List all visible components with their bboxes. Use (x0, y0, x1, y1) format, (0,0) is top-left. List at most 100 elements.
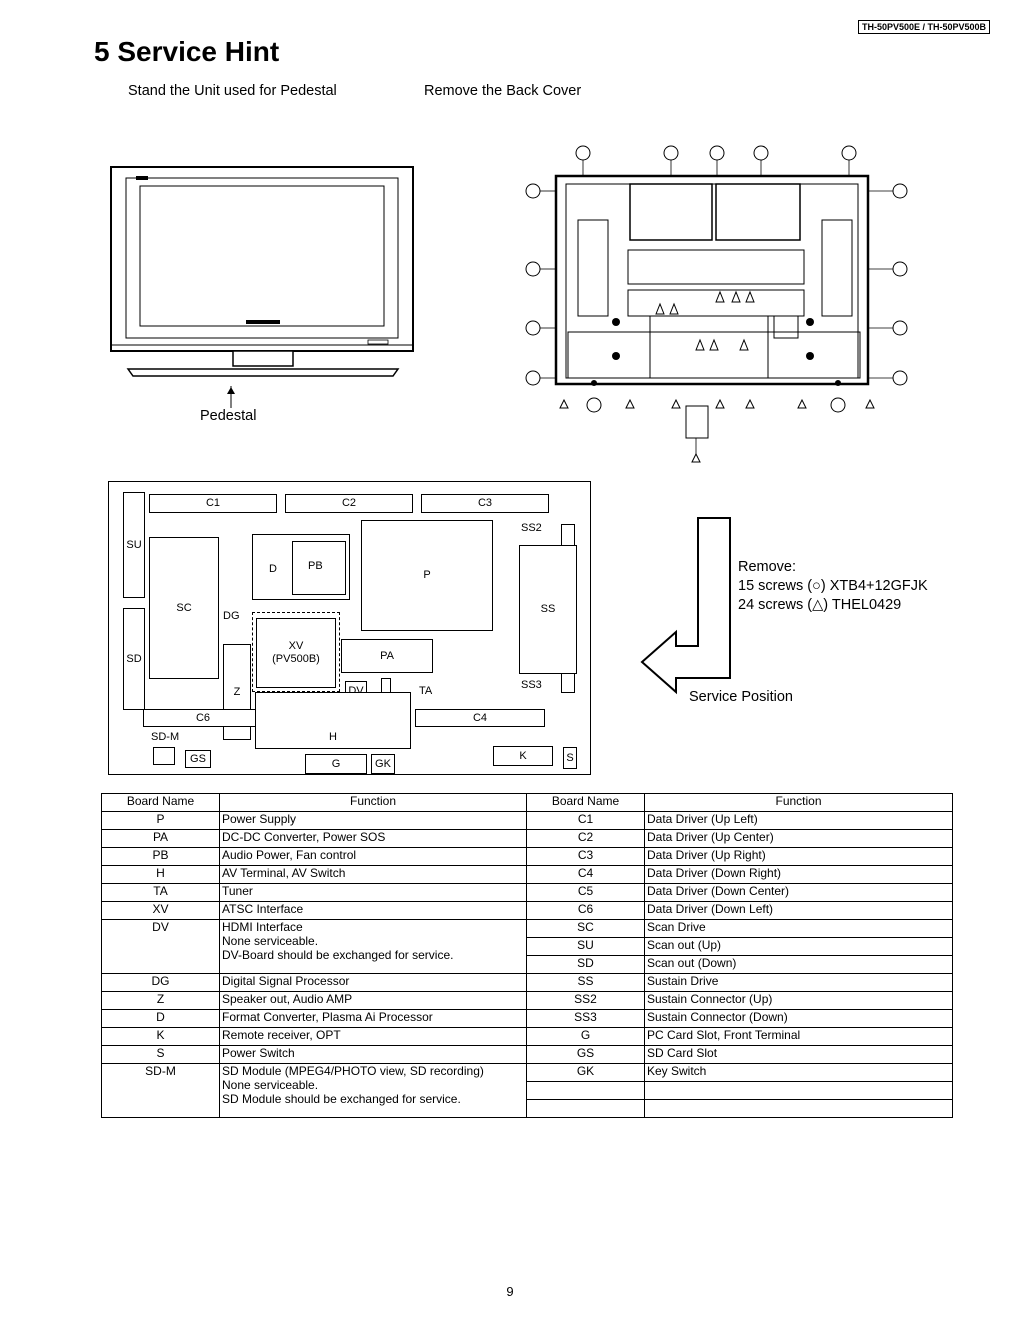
pedestal-arrow (227, 387, 235, 408)
board-c3: C3 (421, 494, 549, 513)
cell-function: Scan Drive (644, 919, 953, 938)
cell-board-name: SU (526, 937, 645, 956)
cell-board-name: K (101, 1027, 220, 1046)
board-ss2 (561, 524, 575, 546)
cell-board-name: Z (101, 991, 220, 1010)
cell-function: Power Switch (219, 1045, 527, 1064)
cell-function-line: None serviceable. (222, 934, 319, 948)
board-sdm (153, 747, 175, 765)
board-sc: SC (149, 537, 219, 679)
service-position-arrow (640, 517, 731, 695)
board-pa: PA (341, 639, 433, 673)
page-title: 5 Service Hint (94, 36, 280, 67)
board-s: S (563, 747, 577, 769)
cell-board-name: SD (526, 955, 645, 974)
cell-board-name: C1 (526, 811, 645, 830)
board-gs-label: GS (190, 752, 206, 765)
board-c1-label: C1 (205, 497, 221, 509)
board-layout-diagram: C1 C2 C3 SU SD SC D PB P SS SS2 SS3 DG X… (108, 481, 591, 775)
cell-function: ATSC Interface (219, 901, 527, 920)
cell-function: Scan out (Down) (644, 955, 953, 974)
cell-board-name: C4 (526, 865, 645, 884)
board-c4-label: C4 (472, 711, 488, 724)
cell-function: Tuner (219, 883, 527, 902)
cell-function (644, 1099, 953, 1118)
cell-board-name: C5 (526, 883, 645, 902)
header-board-name-left: Board Name (101, 793, 220, 812)
board-su-label: SU (126, 538, 142, 551)
back-cover-illustration (525, 145, 908, 463)
board-ss: SS (519, 545, 577, 674)
cell-function-line: Audio Power, Fan control (222, 848, 357, 862)
board-gs: GS (185, 750, 211, 768)
cell-function: SD Card Slot (644, 1045, 953, 1064)
board-k-label: K (519, 749, 527, 762)
remove-line-2: 15 screws (○) XTB4+12GFJK (738, 578, 928, 594)
remove-line-1: Remove: (738, 559, 797, 575)
board-ss3 (561, 673, 575, 693)
board-c4: C4 (415, 709, 545, 727)
cell-function: Remote receiver, OPT (219, 1027, 527, 1046)
cell-board-name: P (101, 811, 220, 830)
board-c6: C6 (143, 709, 263, 727)
pedestal-caption: Pedestal (200, 408, 257, 424)
cell-function-line: ATSC Interface (222, 902, 304, 916)
cell-function: Data Driver (Up Right) (644, 847, 953, 866)
cell-board-name: C2 (526, 829, 645, 848)
cell-function: Data Driver (Up Center) (644, 829, 953, 848)
cell-function-line: SD Module (MPEG4/PHOTO view, SD recordin… (222, 1064, 484, 1078)
cell-function-line: Remote receiver, OPT (222, 1028, 341, 1042)
cell-board-name: D (101, 1009, 220, 1028)
board-d-label: D (269, 563, 277, 575)
cell-board-name: DG (101, 973, 220, 992)
header-function-right: Function (644, 793, 953, 812)
cell-function: Format Converter, Plasma Ai Processor (219, 1009, 527, 1028)
cell-board-name: S (101, 1045, 220, 1064)
header-function-left: Function (219, 793, 527, 812)
board-s-label: S (566, 751, 574, 764)
cell-function-line: None serviceable. (222, 1078, 319, 1092)
cell-board-name: SS (526, 973, 645, 992)
cell-board-name: SC (526, 919, 645, 938)
board-c1: C1 (149, 494, 277, 513)
cell-function-line: Power Switch (222, 1046, 295, 1060)
board-h: H (255, 692, 411, 749)
cell-function: Scan out (Up) (644, 937, 953, 956)
header-board-name-right: Board Name (526, 793, 645, 812)
board-gk-label: GK (375, 757, 391, 770)
cell-board-name: GK (526, 1063, 645, 1082)
service-position-caption: Service Position (689, 689, 793, 705)
cell-function (644, 1081, 953, 1100)
cell-function: Data Driver (Up Left) (644, 811, 953, 830)
board-c2: C2 (285, 494, 413, 513)
cell-board-name: SD-M (101, 1063, 220, 1118)
board-sdm-label: SD-M (151, 731, 180, 743)
tv-front-illustration (110, 166, 414, 394)
board-g-label: G (331, 757, 341, 770)
cell-board-name (526, 1099, 645, 1118)
cell-function: DC-DC Converter, Power SOS (219, 829, 527, 848)
remove-cover-caption: Remove the Back Cover (424, 83, 582, 99)
cell-function: Speaker out, Audio AMP (219, 991, 527, 1010)
cell-board-name: H (101, 865, 220, 884)
cell-function-line: DV-Board should be exchanged for service… (222, 948, 454, 962)
cell-function-line: HDMI Interface (222, 920, 303, 934)
board-c3-label: C3 (477, 497, 493, 509)
cell-function: Power Supply (219, 811, 527, 830)
remove-instructions: Remove: 15 screws (○) XTB4+12GFJK 24 scr… (738, 558, 928, 615)
page-number: 9 (506, 1284, 514, 1299)
table-header-row: Board Name Function Board Name Function (101, 793, 953, 812)
board-ta-label: TA (419, 685, 433, 697)
board-g: G (305, 754, 367, 774)
